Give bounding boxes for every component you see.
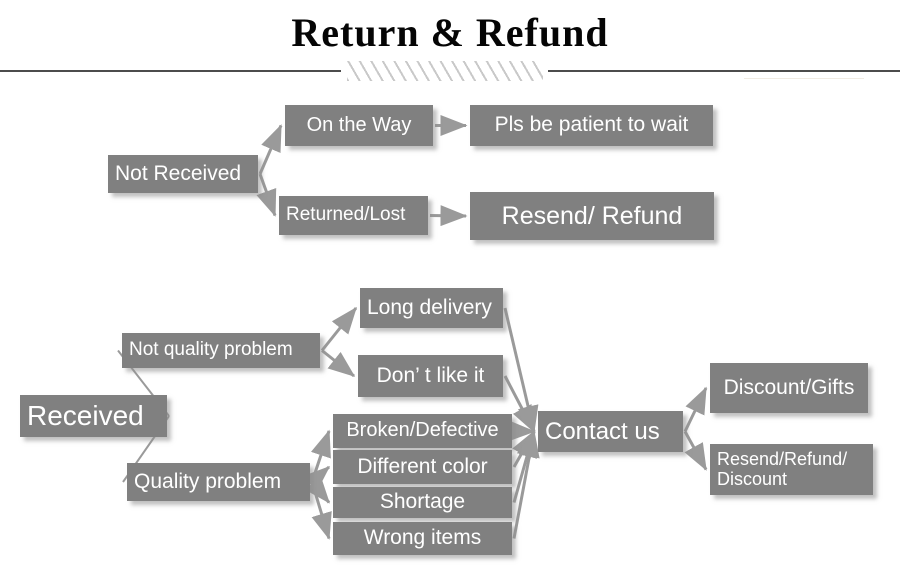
flow-node-on_the_way: On the Way [285, 105, 433, 146]
flow-node-label: Long delivery [367, 295, 492, 319]
flow-node-label: Received [27, 400, 144, 432]
flow-node-contact_us: Contact us [538, 411, 683, 452]
flow-edge-broken-to-contact_us [508, 420, 536, 442]
flow-edge-quality-to-shortage [304, 476, 331, 504]
flow-node-pls_wait: Pls be patient to wait [470, 105, 713, 146]
flow-node-quality: Quality problem [127, 463, 310, 501]
flow-node-label: Don’ t like it [376, 363, 485, 387]
flow-node-returned_lost: Returned/Lost [279, 196, 428, 235]
flow-node-wrong_items: Wrong items [333, 522, 512, 555]
flow-node-received: Received [20, 395, 167, 437]
page-header: Return & Refund [0, 0, 900, 88]
flow-edge-contact_us-to-discount_gifts [683, 386, 708, 433]
flow-node-label: Resend/Refund/ Discount [717, 449, 848, 489]
flow-edge-not_received-to-on_the_way [258, 124, 283, 175]
flow-node-label: Resend/ Refund [501, 201, 683, 230]
flow-node-label: Pls be patient to wait [494, 113, 689, 137]
flow-node-dont_like: Don’ t like it [358, 355, 503, 397]
divider-line-right [548, 70, 900, 72]
flow-node-label: Contact us [545, 417, 660, 445]
flow-node-discount_gifts: Discount/Gifts [710, 363, 868, 413]
flowchart: Not Received On the Way Pls be patient to … [0, 88, 900, 578]
flow-edge-returned_lost-to-resend_refund [429, 205, 468, 227]
flow-node-label: Not Received [115, 161, 242, 185]
flow-node-label: Wrong items [363, 526, 482, 550]
flow-node-broken: Broken/Defective [333, 414, 512, 448]
flow-edge-not_quality-to-long_delivery [320, 306, 358, 352]
divider-line-faint [744, 78, 864, 79]
flow-edge-wrong_items-to-contact_us [512, 430, 540, 539]
flow-edge-quality-to-wrong_items [310, 481, 332, 540]
flow-node-long_delivery: Long delivery [360, 288, 503, 328]
flow-node-label: Not quality problem [129, 339, 293, 361]
flow-node-label: Broken/Defective [346, 419, 499, 442]
flow-node-not_received: Not Received [108, 155, 258, 193]
flow-node-label: Quality problem [134, 469, 282, 493]
divider-line-left [0, 70, 341, 72]
flow-node-not_quality: Not quality problem [122, 333, 320, 368]
flow-edge-long_delivery-to-contact_us [503, 307, 539, 433]
hatched-divider-icon [347, 61, 543, 81]
flow-node-label: On the Way [306, 113, 412, 136]
flow-node-different_color: Different color [333, 450, 512, 484]
flow-edge-not_quality-to-dont_like [321, 349, 356, 378]
flow-edge-contact_us-to-resend_discount [683, 430, 708, 471]
page-title: Return & Refund [291, 10, 609, 55]
flow-node-resend_refund: Resend/ Refund [470, 192, 714, 240]
flow-edge-not_received-to-returned_lost [256, 173, 277, 217]
decorative-divider [0, 60, 900, 82]
flow-node-resend_discount: Resend/Refund/ Discount [710, 444, 873, 495]
flow-node-label: Shortage [379, 490, 466, 514]
flow-node-label: Different color [357, 454, 488, 478]
flow-node-shortage: Shortage [333, 487, 512, 518]
flow-node-label: Discount/Gifts [723, 375, 855, 399]
flow-node-label: Returned/Lost [286, 204, 406, 226]
